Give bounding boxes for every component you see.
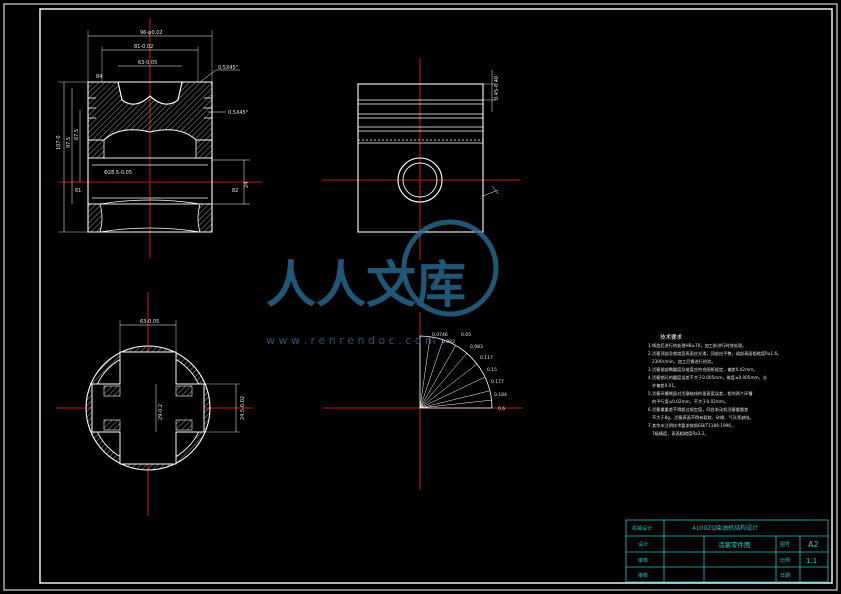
watermark-text: 人人文库 bbox=[266, 256, 466, 314]
title-date-label: 日期 bbox=[780, 573, 790, 579]
pin-boss bbox=[87, 157, 213, 205]
radial-label-6: 0.177 bbox=[491, 379, 504, 385]
watermark: 人人文库 w w w . r e n r e n d o c . c o m bbox=[266, 219, 499, 347]
dim-h2: 97.5 bbox=[66, 137, 72, 148]
radial-label-4: 0.117 bbox=[480, 355, 493, 361]
tech-note-7: 的平行度≤0.02mm，不大于0.02mm。 bbox=[652, 398, 728, 405]
tech-note-1: 2.活塞顶部及燃烧室表面应光滑，顶部应平整，裙部表面粗糙度Ra1.6。 bbox=[648, 350, 781, 357]
radial-label-1: 0.05 bbox=[461, 332, 471, 338]
plan-cross-cavity bbox=[91, 351, 205, 465]
tech-note-9: 不大于8g，活塞表面不得有裂纹、砂眼、气孔等缺陷。 bbox=[652, 414, 754, 421]
tech-note-2: 2300r/min，加工后需进行检验。 bbox=[652, 358, 716, 365]
inner-frame bbox=[39, 8, 833, 584]
tech-note-11: 7级精度，表面粗糙度Ra3.2。 bbox=[652, 430, 709, 437]
dim-chamfer-side: 0.5X45° bbox=[228, 110, 249, 116]
dim-top-inner: 63-0.05 bbox=[138, 60, 157, 66]
dim-plan-right: 24.5-0.02 bbox=[240, 396, 246, 420]
dim-side-top: 0.45-0.40 bbox=[494, 76, 500, 100]
dim-top-mid: 81-0.02 bbox=[134, 44, 153, 50]
title-project: 4100ZQ柴油机结构设计 bbox=[692, 524, 758, 532]
radial-label-3: 0.083 bbox=[470, 344, 483, 350]
dim-chamfer-top: 0.5X45° bbox=[218, 65, 239, 71]
radial-label-0: 0.0746 bbox=[432, 332, 448, 338]
tech-note-4: 4.活塞销孔的圆度误差不大于0.005mm，锥度≤0.005mm，允 bbox=[648, 374, 768, 381]
watermark-ring bbox=[401, 219, 499, 317]
tech-note-0: 1.铸造后进行热处理HB≥70，加工前进行时效处理。 bbox=[648, 342, 746, 349]
title-sheet-value: A2 bbox=[808, 540, 819, 549]
dim-h4: 61 bbox=[75, 188, 81, 194]
tech-notes-title: 技术要求 bbox=[660, 333, 683, 341]
title-design-label: 机械设计 bbox=[632, 525, 652, 532]
plan-view bbox=[56, 292, 252, 516]
title-scale-label: 比例 bbox=[780, 557, 790, 564]
dim-right-small: 24 bbox=[244, 182, 250, 188]
title-approve-label: 审核 bbox=[638, 572, 648, 579]
ovality-diagram bbox=[322, 312, 522, 490]
tech-note-3: 3.活塞裙部椭圆度及锥度应符合图纸规定，偏差0.02mm。 bbox=[648, 366, 757, 373]
tech-notes: 技术要求 1.铸造后进行热处理HB≥70，加工前进行时效处理。 2.活塞顶部及燃… bbox=[648, 333, 781, 437]
tech-note-10: 7.其余未注明技术要求按照GB/T1184-1996， bbox=[648, 422, 735, 429]
dim-small-right: 82 bbox=[232, 188, 238, 194]
radial-label-2: 0.083 bbox=[442, 339, 455, 345]
title-sheet-label: 图号 bbox=[780, 542, 790, 548]
title-block bbox=[625, 519, 829, 583]
dim-top-outer: 96-φ0.02 bbox=[140, 30, 163, 36]
combustion-bowl bbox=[117, 81, 183, 105]
tech-note-5: 许偏差0.01。 bbox=[652, 382, 678, 389]
title-scale-value: 1:1 bbox=[806, 557, 817, 565]
dim-bore: Φ28.5-0.05 bbox=[104, 170, 132, 176]
pin-hole bbox=[397, 157, 443, 203]
tech-note-8: 6.活塞重量差不得超过规定值，同台发动机活塞重量差 bbox=[648, 406, 748, 413]
dim-small-left: 84 bbox=[96, 74, 102, 80]
dim-h3: 67.5 bbox=[74, 129, 80, 140]
dim-plan-center: 29-0.2 bbox=[158, 404, 164, 420]
section-view bbox=[58, 18, 262, 258]
tech-note-6: 5.活塞环槽侧面对活塞轴线的垂直度误差，相邻两个环槽 bbox=[648, 390, 753, 397]
title-review-label: 审核 bbox=[638, 557, 648, 564]
radial-label-5: 0.15 bbox=[487, 367, 497, 373]
watermark-url: w w w . r e n r e n d o c . c o m bbox=[266, 334, 436, 347]
outer-border bbox=[3, 3, 838, 591]
dim-plan-top: 63-0.05 bbox=[140, 319, 159, 325]
dim-h1: 107-0 bbox=[56, 135, 62, 150]
title-designer-label: 设计 bbox=[638, 541, 648, 548]
title-drawing-name: 活塞零件图 bbox=[718, 540, 751, 549]
radial-label-8: 0.6 bbox=[498, 406, 505, 412]
radial-label-7: 0.184 bbox=[494, 392, 507, 398]
